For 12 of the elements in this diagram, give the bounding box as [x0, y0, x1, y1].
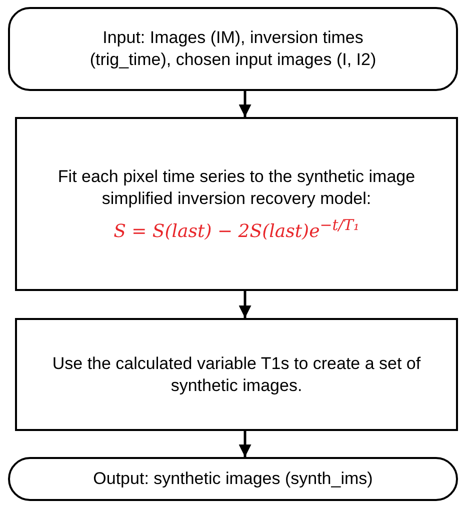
arrow: [238, 291, 252, 318]
box-text: Output: synthetic images (synth_ims): [93, 468, 373, 490]
process-box: [15, 318, 458, 431]
arrow: [238, 91, 252, 117]
process-box: [15, 117, 458, 291]
box-text: Use the calculated variable T1s to create a set of synthetic images.: [51, 352, 422, 396]
box-text: Fit each pixel time series to the synthetic image simplified inversion recovery model:: [56, 166, 416, 210]
terminal-box: [8, 7, 458, 91]
arrow: [238, 431, 252, 457]
formula-text: S = S(last) − 2S(last)e$^{−t/T₁}$: [114, 216, 360, 242]
terminal-box: [8, 457, 458, 501]
box-text: Input: Images (IM), inversion times (trig_time), chosen input images (I, I2): [88, 27, 378, 71]
